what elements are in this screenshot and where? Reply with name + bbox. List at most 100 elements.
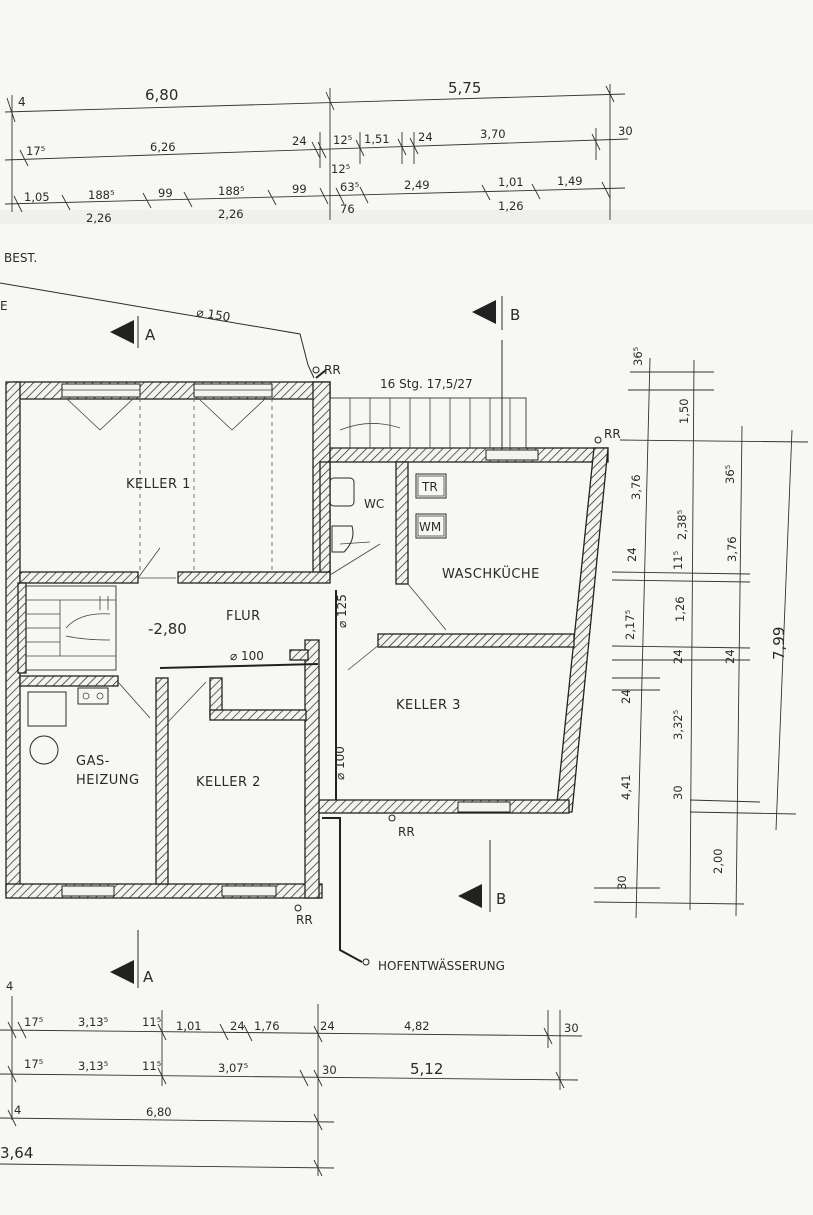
room-flur: FLUR [226, 609, 261, 624]
best-label: BEST. [4, 251, 37, 265]
dim-label: 63⁵ [340, 180, 360, 194]
dim-label: 2,49 [404, 178, 430, 192]
property-boundary [0, 282, 315, 379]
dim-label: 5,12 [410, 1060, 443, 1078]
dim-label: 4 [18, 95, 26, 109]
section-b-bottom: B [496, 890, 506, 908]
dim-label: 12⁵ [333, 133, 353, 147]
dim-label: 3,32⁵ [671, 709, 685, 740]
room-keller-2: KELLER 2 [196, 775, 261, 790]
room-gasheizung-line1: GAS- [76, 754, 110, 769]
rr-label: RR [398, 825, 415, 839]
dim-label: 1,01 [498, 175, 524, 189]
dim-label: 3,13⁵ [78, 1015, 109, 1029]
dim-label: 30 [671, 785, 685, 800]
rr-label: RR [324, 363, 341, 377]
dim-label: 1,76 [254, 1019, 280, 1033]
room-keller-1: KELLER 1 [126, 477, 191, 492]
stairs-label: 16 Stg. 17,5/27 [380, 377, 473, 391]
dim-label: 30 [322, 1063, 337, 1077]
interior-stairs [25, 585, 117, 671]
pipe-125-label: ⌀ 125 [335, 594, 349, 628]
dim-label: 36⁵ [631, 346, 645, 366]
dim-label: 1,50 [677, 398, 691, 424]
dim-label: 24 [230, 1019, 245, 1033]
dim-label: 24 [619, 689, 633, 704]
dim-label: 4,82 [404, 1019, 430, 1033]
top-dimension-labels: 4 6,80 5,75 17⁵ 6,26 24 12⁵ 1,51 24 3,70… [18, 79, 633, 225]
section-a-bottom: A [143, 968, 154, 986]
left-e-label: E [0, 299, 8, 313]
section-markers [110, 296, 503, 988]
top-dimensions [4, 84, 629, 220]
dim-label: 2,00 [711, 848, 725, 874]
dim-label: 17⁵ [26, 144, 46, 158]
dim-label: 4,41 [619, 774, 633, 800]
dim-label: 3,13⁵ [78, 1059, 109, 1073]
dim-label: 4 [6, 979, 13, 993]
dim-label: 2,26 [218, 207, 244, 221]
dim-label: 188⁵ [88, 188, 115, 202]
dim-label: 4 [14, 1103, 21, 1117]
door-swings [65, 397, 447, 723]
dim-label: 11⁵ [671, 550, 685, 570]
section-b-top: B [510, 306, 520, 324]
dim-label: 12⁵ [331, 162, 351, 176]
walls [5, 381, 609, 899]
dim-label: 2,26 [86, 211, 112, 225]
flur-level: -2,80 [148, 620, 187, 638]
paper-fold [0, 210, 813, 224]
hofentwaesserung-label: HOFENTWÄSSERUNG [378, 958, 505, 973]
room-keller-3: KELLER 3 [396, 698, 461, 713]
dim-label: 7,99 [770, 627, 788, 660]
dim-label: 188⁵ [218, 184, 245, 198]
dim-label: 30 [615, 875, 629, 890]
dim-label: 24 [723, 649, 737, 664]
dim-label: 3,76 [725, 536, 739, 562]
dim-label: 24 [671, 649, 685, 664]
dim-label: 17⁵ [24, 1057, 44, 1071]
dim-label: 30 [618, 124, 633, 138]
dim-label: 2,38⁵ [675, 509, 689, 540]
bottom-dimension-labels: 4 17⁵ 3,13⁵ 11⁵ 1,01 24 1,76 24 4,82 30 … [0, 979, 579, 1162]
right-dimension-labels: 36⁵ 3,76 24 2,17⁵ 24 4,41 30 1,50 2,38⁵ … [615, 346, 788, 890]
room-waschkueche: WASCHKÜCHE [442, 565, 540, 582]
room-wc: WC [364, 497, 384, 511]
dim-label: 24 [320, 1019, 335, 1033]
dim-label: 3,76 [629, 474, 643, 500]
dim-label: 5,75 [448, 79, 481, 97]
dim-label: 99 [292, 182, 307, 196]
dim-label: 24 [625, 547, 639, 562]
room-gasheizung-line2: HEIZUNG [76, 773, 140, 788]
pipe-150-label: ⌀ 150 [196, 305, 232, 324]
dim-label: 1,51 [364, 132, 390, 146]
dim-label: 1,26 [498, 199, 524, 213]
guide-lines [139, 398, 273, 572]
dim-label: 36⁵ [723, 464, 737, 484]
dim-label: 1,49 [557, 174, 583, 188]
dim-label: 76 [340, 202, 355, 216]
dim-label: 6,26 [150, 140, 176, 154]
dim-label: 1,26 [673, 596, 687, 622]
dim-label: 3,07⁵ [218, 1061, 249, 1075]
pipe-100-h-label: ⌀ 100 [230, 649, 264, 663]
dim-label: 24 [418, 130, 433, 144]
fixture-tr: TR [421, 480, 438, 494]
dim-label: 2,17⁵ [623, 609, 637, 640]
right-dimensions [593, 357, 809, 919]
dim-label: 17⁵ [24, 1015, 44, 1029]
dim-label: 3,64 [0, 1144, 33, 1162]
outer-stairs [329, 340, 527, 449]
bottom-dimensions [0, 996, 583, 1177]
dim-label: 1,01 [176, 1019, 202, 1033]
section-a-top: A [145, 326, 156, 344]
dim-label: 11⁵ [142, 1059, 162, 1073]
dim-label: 24 [292, 134, 307, 148]
dim-label: 6,80 [145, 86, 178, 104]
dim-label: 1,05 [24, 190, 50, 204]
dim-label: 6,80 [146, 1105, 172, 1119]
dim-label: 30 [564, 1021, 579, 1035]
pipes [159, 366, 602, 966]
rr-label: RR [604, 427, 621, 441]
